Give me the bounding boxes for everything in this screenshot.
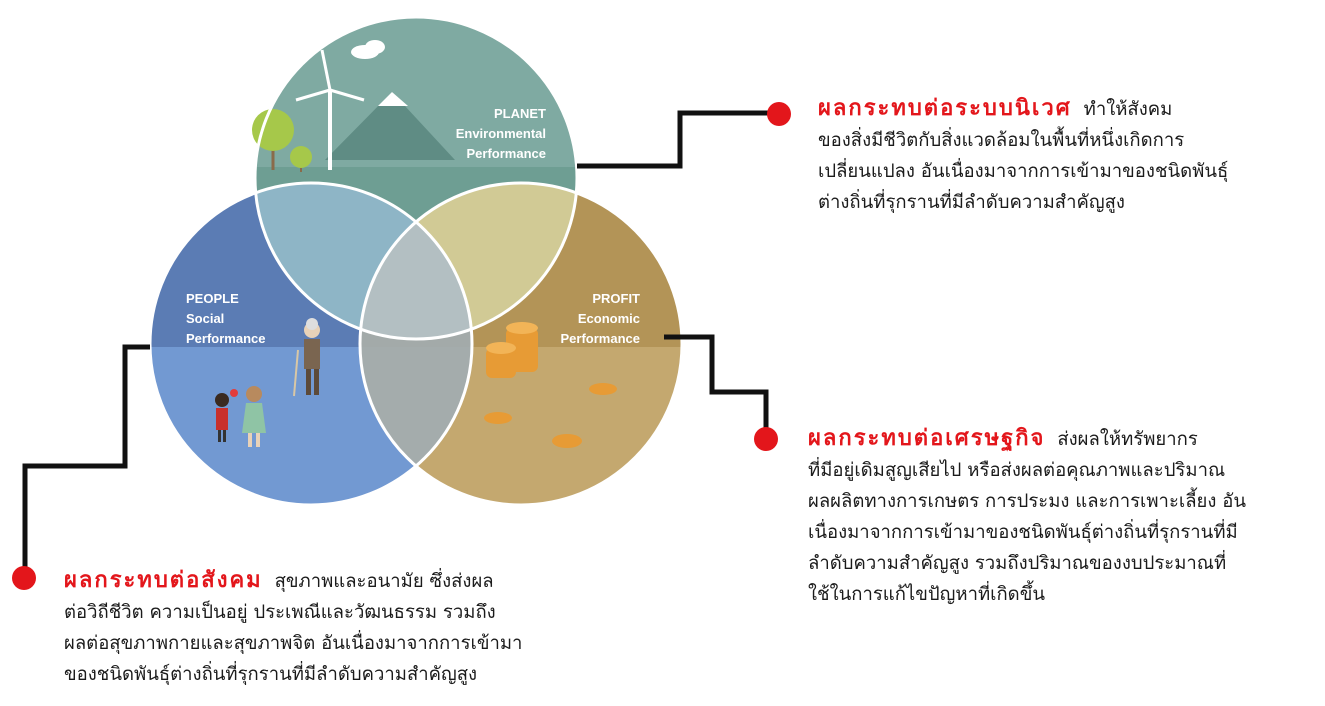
- economic-line-5: ใช้ในการแก้ไขปัญหาที่เกิดขึ้น: [808, 584, 1045, 605]
- people-bullet-dot: [12, 566, 36, 590]
- children-icon: [215, 386, 266, 447]
- environment-heading: ผลกระทบต่อระบบนิเวศ: [818, 96, 1072, 121]
- profit-title: PROFIT: [592, 291, 640, 306]
- trees-icon: [252, 109, 312, 172]
- profit-bullet-dot: [754, 427, 778, 451]
- environment-line-1: ของสิ่งมีชีวิตกับสิ่งแวดล้อมในพื้นที่หนึ…: [818, 130, 1185, 151]
- economic-text-block: ผลกระทบต่อเศรษฐกิจ ส่งผลให้ทรัพยากร ที่ม…: [808, 423, 1318, 610]
- social-line-0: สุขภาพและอนามัย ซึ่งส่งผล: [274, 571, 494, 592]
- economic-line-2: ผลผลิตทางการเกษตร การประมง และการเพาะเลี…: [808, 491, 1247, 512]
- environment-text-block: ผลกระทบต่อระบบนิเวศ ทำให้สังคม ของสิ่งมี…: [818, 93, 1308, 218]
- economic-line-0: ส่งผลให้ทรัพยากร: [1057, 429, 1198, 450]
- planet-connector-line: [577, 110, 770, 169]
- economic-line-4: ลำดับความสำคัญสูง รวมถึงปริมาณของงบประมา…: [808, 553, 1227, 574]
- coins-icon: [484, 322, 617, 448]
- cloud-icon: [351, 40, 385, 59]
- social-text-block: ผลกระทบต่อสังคม สุขภาพและอนามัย ซึ่งส่งผ…: [64, 565, 624, 690]
- elderly-man-icon: [293, 318, 320, 397]
- planet-subtitle-1: Environmental: [456, 126, 546, 141]
- people-subtitle-2: Performance: [186, 331, 265, 346]
- planet-bullet-dot: [767, 102, 791, 126]
- planet-subtitle-2: Performance: [467, 146, 546, 161]
- profit-connector-line: [664, 334, 769, 436]
- people-title: PEOPLE: [186, 291, 239, 306]
- social-line-3: ของชนิดพันธุ์ต่างถิ่นที่รุกรานที่มีลำดับ…: [64, 664, 478, 685]
- economic-heading: ผลกระทบต่อเศรษฐกิจ: [808, 426, 1046, 451]
- wind-turbine-icon: [295, 49, 365, 170]
- environment-line-0: ทำให้สังคม: [1083, 99, 1173, 120]
- profit-subtitle-2: Performance: [561, 331, 640, 346]
- overlap-areas: [255, 183, 577, 505]
- people-connector-line: [22, 344, 150, 575]
- planet-title: PLANET: [494, 106, 546, 121]
- profit-subtitle-1: Economic: [578, 311, 640, 326]
- economic-line-1: ที่มีอยู่เดิมสูญเสียไป หรือส่งผลต่อคุณภา…: [808, 460, 1226, 481]
- social-line-1: ต่อวิถีชีวิต ความเป็นอยู่ ประเพณีและวัฒน…: [64, 602, 496, 623]
- social-line-2: ผลต่อสุขภาพกายและสุขภาพจิต อันเนื่องมาจา…: [64, 633, 523, 654]
- environment-line-3: ต่างถิ่นที่รุกรานที่มีลำดับความสำคัญสูง: [818, 192, 1125, 213]
- economic-line-3: เนื่องมาจากการเข้ามาของชนิดพันธุ์ต่างถิ่…: [808, 522, 1238, 543]
- environment-line-2: เปลี่ยนแปลง อันเนื่องมาจากการเข้ามาของชน…: [818, 161, 1229, 182]
- people-subtitle-1: Social: [186, 311, 224, 326]
- social-heading: ผลกระทบต่อสังคม: [64, 568, 263, 593]
